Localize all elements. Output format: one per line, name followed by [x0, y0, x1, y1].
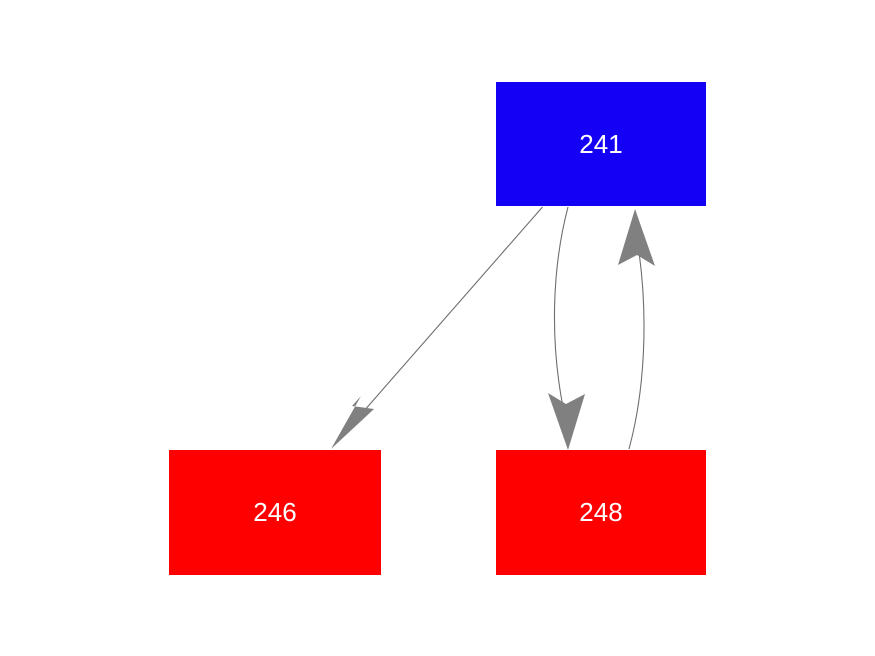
node-248[interactable]: 248: [496, 450, 706, 575]
edge-241-248-arrowhead: [548, 393, 585, 450]
edge-248-241[interactable]: [618, 209, 655, 450]
edge-248-241-line: [628, 251, 645, 450]
edge-248-241-arrowhead: [618, 209, 655, 266]
edge-241-248-line: [553, 206, 569, 408]
node-241-label: 241: [579, 129, 622, 159]
node-246[interactable]: 246: [169, 450, 381, 575]
edge-241-248[interactable]: [548, 206, 585, 450]
edge-241-246[interactable]: [331, 206, 543, 449]
node-248-label: 248: [579, 497, 622, 527]
node-241[interactable]: 241: [496, 82, 706, 206]
nodes-layer: 241 246 248: [169, 82, 706, 575]
node-246-rect[interactable]: [169, 450, 381, 575]
node-241-rect[interactable]: [496, 82, 706, 206]
edge-241-246-line: [355, 206, 543, 421]
node-246-label: 246: [253, 497, 296, 527]
node-248-rect[interactable]: [496, 450, 706, 575]
edge-241-246-arrowhead: [331, 396, 374, 449]
edges-layer: [331, 206, 655, 450]
